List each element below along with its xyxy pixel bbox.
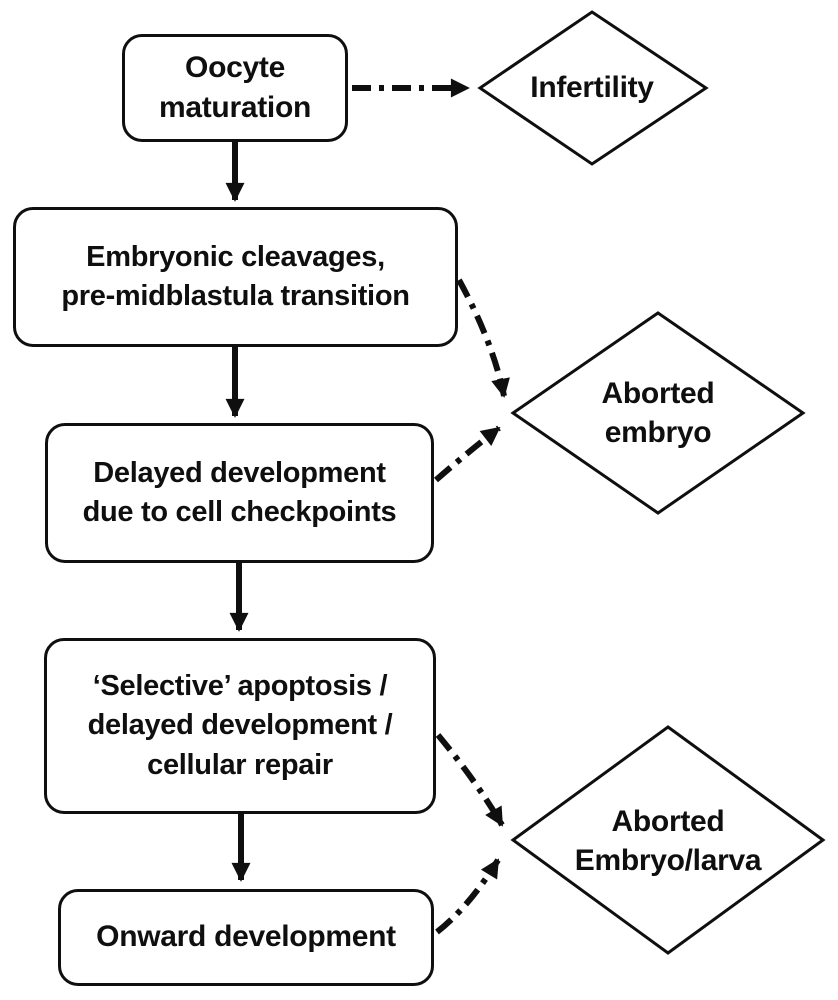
- node-label-line: ‘Selective’ apoptosis /: [92, 670, 388, 703]
- infertility-diamond-shape: [477, 10, 709, 166]
- node-label-line: embryo: [604, 416, 712, 449]
- edge-apoptosis-to-aborted-larva-arrow: [435, 733, 505, 827]
- aborted-embryo-diamond-shape: [510, 311, 806, 515]
- edge-delayed-to-aborted-embryo-arrow: [434, 425, 501, 483]
- node-label-line: Oocyte: [185, 50, 285, 84]
- node-embryonic-cleavages: Embryonic cleavages, pre-midblastula tra…: [13, 207, 458, 347]
- node-label-line: due to cell checkpoints: [82, 496, 397, 528]
- edge-cleavages-to-aborted-embryo-arrow: [456, 278, 510, 398]
- node-aborted-embryo-larva-label: Aborted Embryo/larva: [528, 802, 808, 880]
- node-label-line: Embryonic cleavages,: [86, 240, 385, 273]
- node-label-line: Aborted: [601, 377, 715, 410]
- node-oocyte-maturation: Oocyte maturation: [122, 34, 348, 142]
- aborted-embryo-larva-diamond-shape: [510, 725, 826, 955]
- edge-onward-to-aborted-larva-arrow: [435, 858, 501, 935]
- node-onward-development: Onward development: [58, 889, 434, 986]
- node-label-line: cellular repair: [147, 748, 333, 781]
- node-label-line: Aborted: [611, 805, 725, 838]
- node-label-line: pre-midblastula transition: [61, 280, 410, 312]
- node-delayed-development: Delayed development due to cell checkpoi…: [45, 423, 434, 563]
- node-selective-apoptosis: ‘Selective’ apoptosis / delayed developm…: [44, 638, 436, 814]
- node-label-line: Infertility: [530, 71, 654, 104]
- node-label-line: delayed development /: [87, 709, 393, 742]
- node-aborted-embryo-label: Aborted embryo: [538, 374, 778, 452]
- node-infertility-label: Infertility: [482, 68, 702, 107]
- node-label-line: Embryo/larva: [574, 844, 762, 877]
- node-label-line: maturation: [158, 91, 311, 124]
- node-label-line: Delayed development: [93, 456, 386, 489]
- node-label-line: Onward development: [96, 920, 396, 954]
